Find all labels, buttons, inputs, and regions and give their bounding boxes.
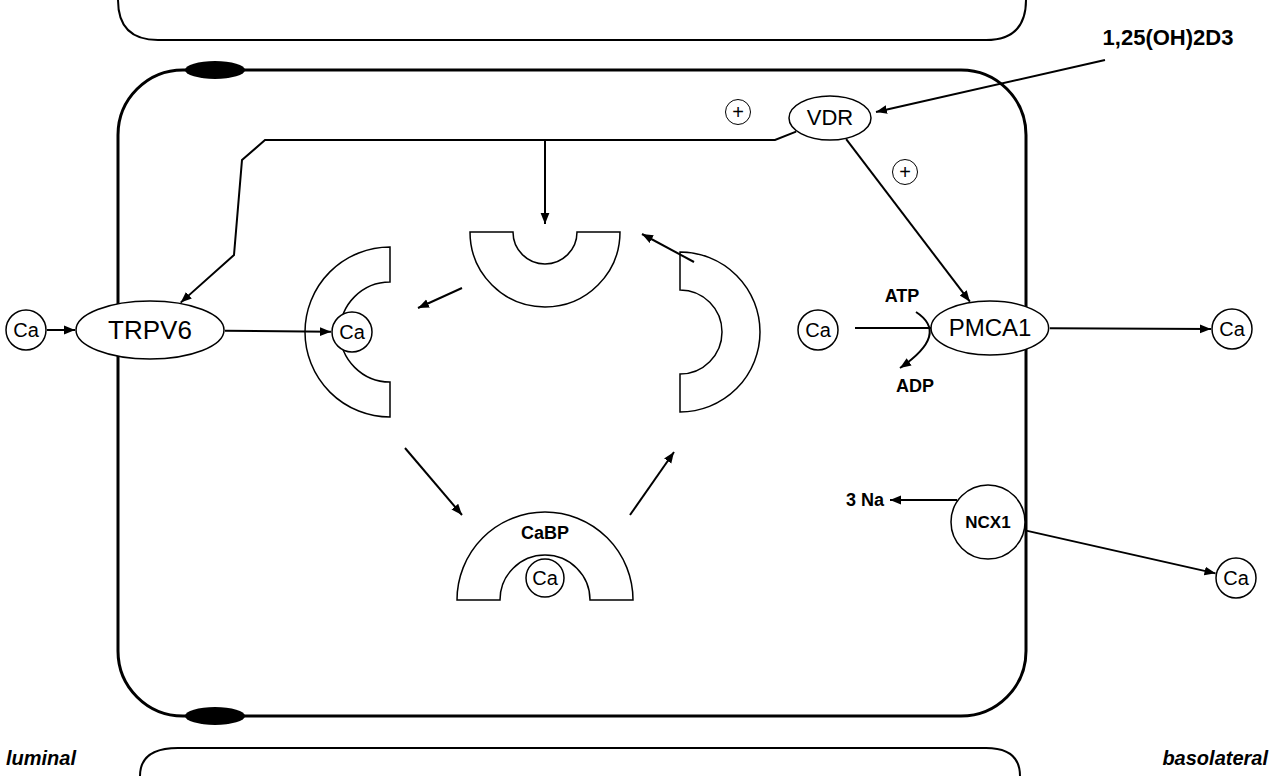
node-text: Ca — [1219, 319, 1245, 339]
ellipse-outline — [332, 312, 372, 352]
cell-membrane — [118, 70, 1026, 716]
neighbour-cell — [140, 748, 1020, 776]
sodium-arrow — [890, 499, 957, 501]
node-text: NCX1 — [965, 514, 1010, 531]
binding-protein: CaBP Ca — [457, 512, 633, 600]
node-text: Ca — [1223, 568, 1249, 588]
ellipse-outline — [789, 96, 871, 140]
connector-arrow — [225, 331, 331, 332]
node-text: Ca — [805, 320, 831, 340]
cycle-arrow — [630, 452, 674, 515]
ellipse-outline — [1216, 558, 1256, 598]
cycle-arrow — [418, 288, 462, 308]
cycle-arrow — [642, 234, 694, 262]
receptor-ellipse: VDR — [788, 95, 872, 141]
atp-arrow — [900, 312, 930, 368]
edge-label-text: + — [899, 162, 911, 182]
exchanger-circle: NCX1 — [950, 484, 1026, 560]
node-text: PMCA1 — [949, 316, 1032, 340]
connector-arrow — [47, 329, 75, 331]
node-text: Ca — [13, 320, 39, 340]
calcium-ion: Ca — [797, 309, 839, 351]
plus-sign: + — [725, 99, 751, 125]
atp-line — [855, 327, 936, 329]
molecule-name: ADP — [896, 377, 934, 395]
edge-label-text: + — [732, 102, 744, 122]
ion-label: 3 Na — [846, 491, 884, 509]
node-text: CaBP — [521, 524, 569, 542]
carrier-shape — [470, 232, 620, 307]
hormone-arrow — [876, 60, 1105, 112]
cycle-arrow — [405, 448, 462, 515]
connector-arrow — [846, 139, 970, 301]
pump-ellipse: PMCA1 — [930, 300, 1050, 356]
ellipse-outline — [526, 559, 564, 597]
connector-arrow — [1050, 327, 1211, 330]
molecule-name: ATP — [885, 287, 920, 305]
connector-arrow — [1025, 530, 1215, 573]
calcium-ion: Ca — [5, 309, 47, 351]
side-label: luminal — [6, 748, 76, 768]
side-label: basolateral — [1162, 748, 1268, 768]
ellipse-outline — [931, 301, 1049, 355]
calcium-ion: Ca — [1215, 557, 1257, 599]
tight-junction — [185, 61, 245, 79]
ellipse-outline — [1212, 309, 1252, 349]
ellipse-outline — [798, 310, 838, 350]
branch-arrow — [544, 140, 546, 224]
node-text: TRPV6 — [108, 317, 192, 343]
calcium-ion: Ca — [331, 311, 373, 353]
calcium-ion: Ca — [1211, 308, 1253, 350]
calcium-ion: Ca — [525, 558, 565, 598]
tight-junction — [185, 707, 245, 725]
node-text: VDR — [807, 107, 853, 129]
ellipse-outline — [76, 301, 224, 359]
node-text: Ca — [532, 568, 558, 588]
ellipse-outline — [6, 310, 46, 350]
channel-ellipse: TRPV6 — [75, 300, 225, 360]
dome-outline — [457, 512, 633, 600]
carrier-shape — [680, 252, 760, 412]
neighbour-cell — [118, 0, 1026, 40]
connector-arrow — [181, 132, 796, 303]
hormone-name: 1,25(OH)2D3 — [1103, 27, 1234, 49]
ellipse-outline — [951, 485, 1025, 559]
plus-sign: + — [892, 159, 918, 185]
node-text: Ca — [339, 322, 365, 342]
